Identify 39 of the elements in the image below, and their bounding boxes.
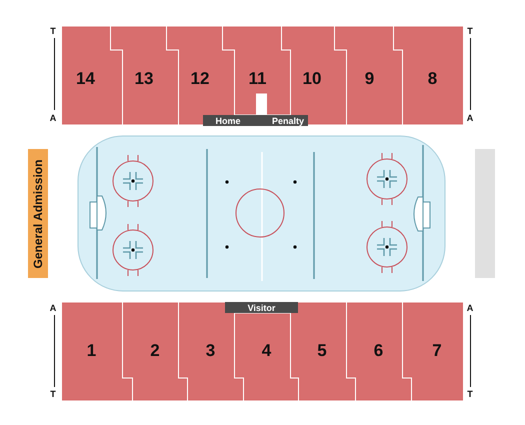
- bench-label: Visitor: [248, 302, 276, 312]
- area-label: General Admission: [31, 159, 45, 268]
- section-number: 12: [190, 69, 210, 89]
- side-area: [475, 149, 495, 278]
- section-number: 13: [134, 69, 154, 89]
- seating-section: [110, 26, 178, 125]
- row-letter: T: [467, 26, 473, 36]
- row-letter: A: [50, 113, 56, 123]
- section-number: 3: [206, 341, 216, 361]
- seating-section: [61, 26, 122, 125]
- section-number: 14: [76, 69, 95, 89]
- row-letter: T: [50, 26, 56, 36]
- section-number: 2: [150, 341, 160, 361]
- seating-section: [222, 26, 290, 115]
- bench-label: Penalty: [272, 116, 304, 126]
- row-letter: A: [50, 303, 56, 313]
- seating-section: [234, 313, 298, 401]
- section-number: 9: [364, 69, 374, 89]
- section-number: 10: [302, 69, 322, 89]
- admission-area: [28, 149, 48, 278]
- bench-bar: [203, 115, 308, 126]
- seating-section: [346, 302, 411, 401]
- seating-section: [402, 302, 463, 401]
- section-number: 6: [374, 341, 384, 361]
- seating-section: [178, 302, 243, 401]
- section-number: 8: [428, 69, 438, 89]
- row-letter: A: [466, 303, 474, 313]
- seating-section: [334, 26, 402, 125]
- section-number: 5: [317, 341, 327, 361]
- section-number: 7: [432, 341, 442, 361]
- bench-bar: [225, 302, 298, 313]
- section-number: 4: [262, 341, 272, 361]
- seating-section: [122, 302, 187, 401]
- bench-label: Home: [216, 116, 240, 126]
- row-letter: T: [50, 389, 56, 399]
- row-letter: A: [466, 113, 474, 123]
- seating-section: [290, 302, 355, 401]
- row-letter: T: [467, 389, 473, 399]
- section-number: 11: [248, 69, 266, 89]
